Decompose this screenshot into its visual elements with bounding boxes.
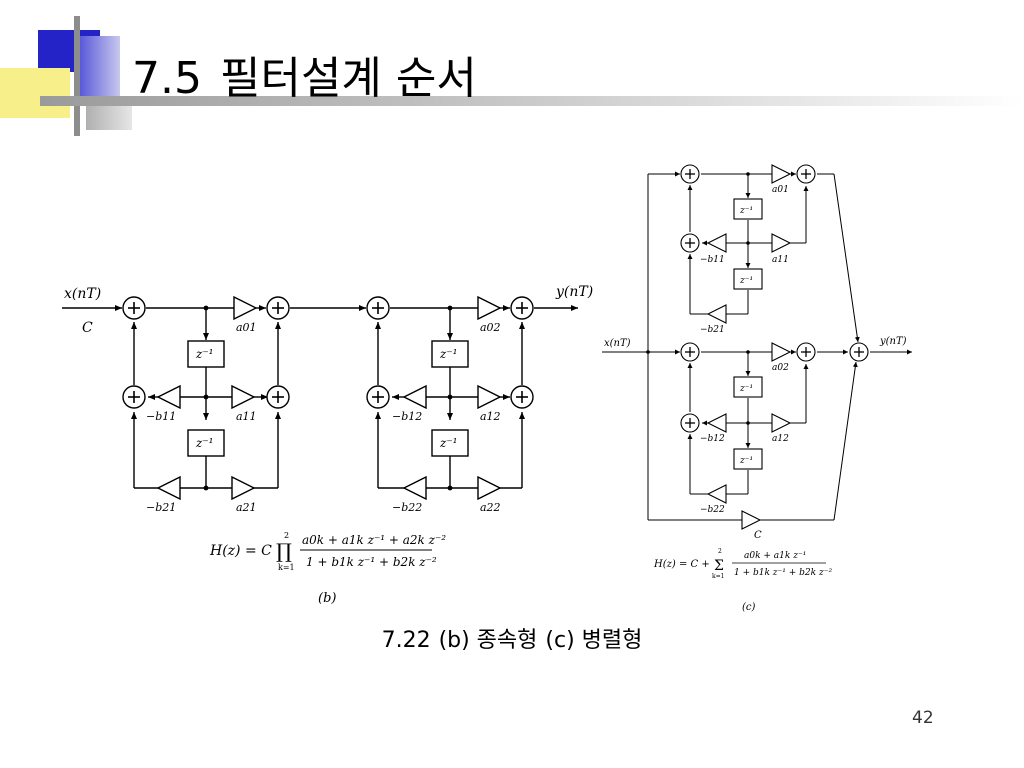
coef-label: a11	[236, 410, 257, 423]
delay-label: z⁻¹	[739, 384, 753, 394]
coef-label: a11	[772, 255, 789, 265]
delay-box	[733, 198, 763, 220]
operator-lower-limit: k=1	[278, 563, 295, 572]
operator-lower-limit: k=1	[712, 573, 724, 580]
input-label: x(nT)	[604, 338, 631, 349]
coef-label: a21	[236, 501, 257, 514]
input-label: x(nT)	[64, 286, 101, 302]
coef-label: a12	[480, 410, 501, 423]
title-number: 7.5	[132, 53, 202, 104]
formula-lhs: H(z) = C +	[653, 559, 710, 570]
deco-gray-block	[86, 104, 132, 130]
transfer-function-c: H(z) = C + Σ 2 k=1 a0k + a1k z⁻¹ 1 + b1k…	[653, 548, 832, 613]
coef-label: −b21	[700, 325, 725, 335]
coef-label: a12	[772, 434, 789, 444]
operator-upper-limit: 2	[284, 531, 289, 540]
delay-label: z⁻¹	[439, 347, 457, 361]
gain-label: C	[82, 320, 93, 336]
coef-label: a22	[480, 501, 501, 514]
deco-blue-block-light	[80, 36, 120, 96]
operator-upper-limit: 2	[718, 548, 722, 555]
coef-label: a02	[480, 321, 501, 334]
transfer-function-b: H(z) = C ∏ 2 k=1 a0k + a1k z⁻¹ + a2k z⁻²…	[209, 531, 446, 606]
diagram-sublabel: (b)	[318, 591, 336, 606]
caption-cascade: (b) 종속형	[438, 628, 538, 653]
delay-box	[431, 429, 469, 457]
coef-label: −b12	[392, 410, 422, 423]
delay-box	[187, 340, 225, 368]
delay-box	[733, 448, 763, 470]
gain-label: C	[754, 530, 762, 541]
figure-caption: 7.22 (b) 종속형 (c) 병렬형	[0, 622, 1024, 654]
formula-denominator: 1 + b1k z⁻¹ + b2k z⁻²	[734, 568, 832, 578]
delay-label: z⁻¹	[739, 456, 753, 466]
formula-numerator: a0k + a1k z⁻¹	[744, 551, 806, 561]
formula-lhs: H(z) = C	[209, 543, 272, 559]
delay-label: z⁻¹	[195, 436, 213, 450]
output-label: y(nT)	[555, 284, 593, 300]
coef-label: −b12	[700, 434, 725, 444]
caption-parallel: (c) 병렬형	[545, 628, 643, 653]
delay-label: z⁻¹	[439, 436, 457, 450]
output-label: y(nT)	[879, 336, 907, 347]
title-text: 필터설계 순서	[219, 53, 477, 104]
coef-label: −b11	[700, 255, 725, 265]
deco-yellow-block	[0, 68, 70, 118]
delay-label: z⁻¹	[739, 206, 753, 216]
coef-label: a01	[772, 185, 789, 195]
formula-denominator: 1 + b1k z⁻¹ + b2k z⁻²	[306, 555, 437, 569]
adder-nodes-c	[680, 164, 869, 433]
delay-box	[733, 268, 763, 290]
caption-figure-number: 7.22	[381, 628, 431, 653]
delay-box	[187, 429, 225, 457]
multipliers-c	[706, 164, 792, 530]
delay-label: z⁻¹	[195, 347, 213, 361]
page-title: 7.5 필터설계 순서	[132, 52, 477, 106]
coef-label: −b22	[700, 505, 725, 515]
coef-label: −b21	[146, 501, 176, 514]
product-operator: ∏	[276, 539, 292, 563]
delay-box	[431, 340, 469, 368]
coef-label: a02	[772, 363, 789, 373]
page-number: 42	[912, 708, 934, 728]
delay-label: z⁻¹	[739, 276, 753, 286]
coef-label: a01	[236, 321, 257, 334]
multipliers-b	[156, 295, 502, 501]
coef-label: −b11	[146, 410, 176, 423]
coef-label: −b22	[392, 501, 422, 514]
title-underline	[40, 96, 1024, 106]
delay-box	[733, 376, 763, 398]
formula-numerator: a0k + a1k z⁻¹ + a2k z⁻²	[302, 533, 446, 547]
deco-vertical-bar	[74, 16, 80, 136]
diagram-sublabel: (c)	[742, 602, 756, 613]
sum-operator: Σ	[714, 558, 724, 574]
